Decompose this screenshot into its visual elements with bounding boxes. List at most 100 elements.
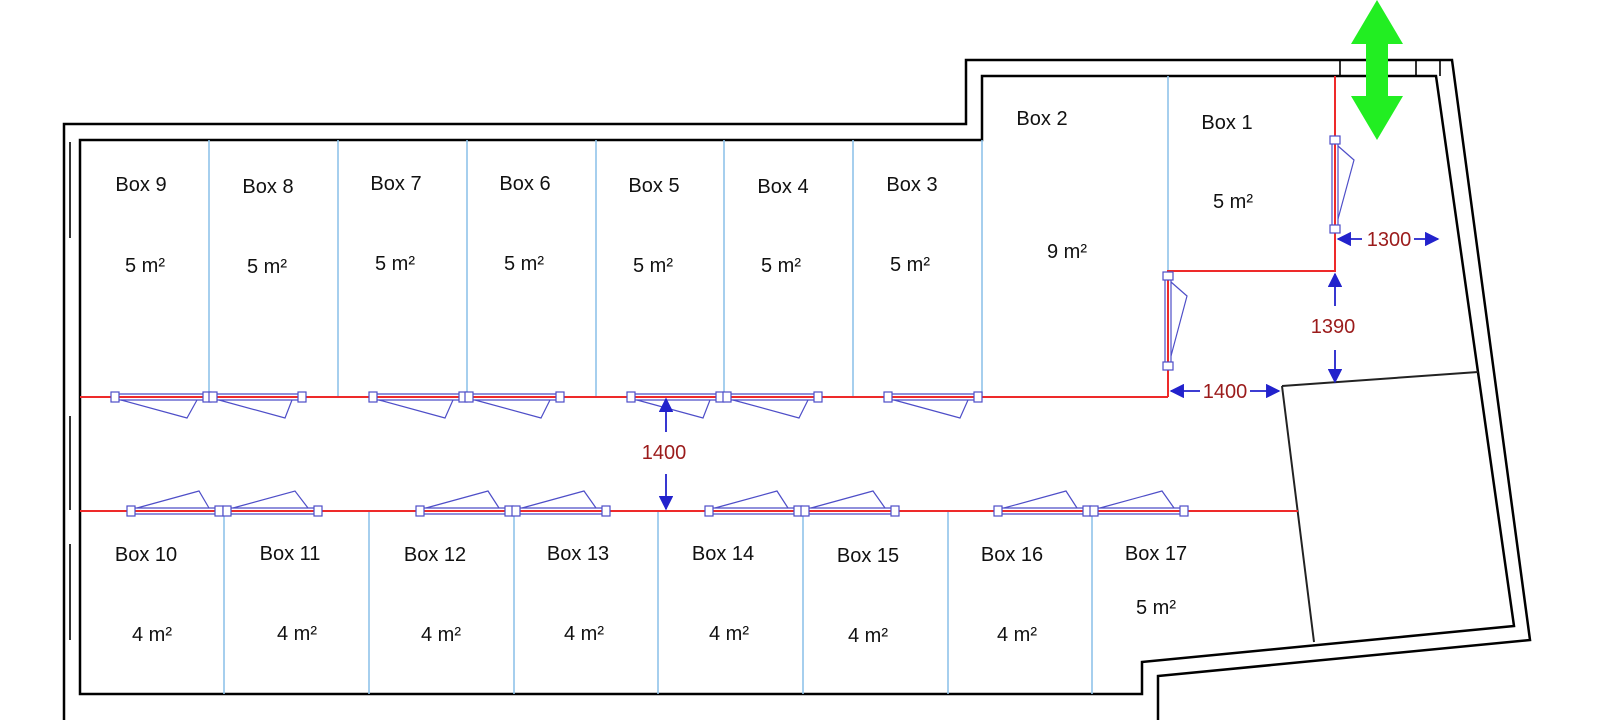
door-frame-left xyxy=(704,505,714,517)
door-frame-right xyxy=(890,505,900,517)
box-11-label: Box 11 xyxy=(260,543,321,565)
box-7-area: 5 m² xyxy=(375,253,415,275)
door-frame-left xyxy=(110,391,120,403)
door-frame-right xyxy=(313,505,323,517)
door-leaf xyxy=(714,490,789,509)
box-2-label: Box 2 xyxy=(1016,108,1067,130)
dim-box1-gap: 1390 xyxy=(1311,316,1356,338)
box-12-label: Box 12 xyxy=(404,544,466,566)
door-frame-left xyxy=(883,391,893,403)
box-labels: Box 1 5 m² Box 2 9 m² Box 3 5 m² Box 4 5… xyxy=(115,108,1253,647)
box-4: Box 4 5 m² xyxy=(757,176,808,277)
door-frame-right xyxy=(555,391,565,403)
box-15: Box 15 4 m² xyxy=(837,545,899,647)
box-8-area: 5 m² xyxy=(247,256,287,278)
door-3 xyxy=(368,391,468,419)
door-leaf xyxy=(218,399,293,419)
door-leaf xyxy=(1003,490,1078,509)
door-frame-left xyxy=(993,505,1003,517)
box-6-label: Box 6 xyxy=(499,173,550,195)
box-5: Box 5 5 m² xyxy=(628,175,679,277)
dim-side-passage: 1400 xyxy=(1203,381,1248,403)
technical-room xyxy=(1281,371,1479,643)
box-1-label: Box 1 xyxy=(1201,112,1252,134)
box1-front xyxy=(1167,76,1336,397)
box-14: Box 14 4 m² xyxy=(692,543,754,645)
box-15-label: Box 15 xyxy=(837,545,899,567)
door-6 xyxy=(722,391,823,419)
box-11: Box 11 4 m² xyxy=(260,543,321,645)
door-14 xyxy=(993,490,1092,517)
box-10-label: Box 10 xyxy=(115,544,177,566)
door-leaf xyxy=(378,399,454,419)
box-1-area: 5 m² xyxy=(1213,191,1253,213)
box-2: Box 2 9 m² xyxy=(1016,108,1087,263)
door-frame-bottom xyxy=(1329,224,1341,234)
box-17: Box 17 5 m² xyxy=(1125,543,1187,619)
box-6: Box 6 5 m² xyxy=(499,173,550,275)
box-17-area: 5 m² xyxy=(1136,597,1176,619)
door-frame-right xyxy=(601,505,611,517)
door-vertical-2 xyxy=(1162,271,1188,371)
door-leaf xyxy=(232,490,309,509)
door-11 xyxy=(511,490,611,517)
box-5-area: 5 m² xyxy=(633,255,673,277)
door-leaf xyxy=(136,490,210,509)
box-10: Box 10 4 m² xyxy=(115,544,177,646)
box-3-area: 5 m² xyxy=(890,254,930,276)
door-5 xyxy=(626,391,725,419)
tech-room-top xyxy=(1281,371,1479,387)
box-11-area: 4 m² xyxy=(277,623,317,645)
box-13-area: 4 m² xyxy=(564,623,604,645)
box-7: Box 7 5 m² xyxy=(370,173,421,275)
box-9: Box 9 5 m² xyxy=(115,174,166,277)
door-1 xyxy=(110,391,212,419)
door-frame-left xyxy=(222,505,232,517)
door-leaf xyxy=(1170,281,1188,357)
partitions xyxy=(208,76,1169,694)
door-frame-right xyxy=(1179,505,1189,517)
door-frame-left xyxy=(208,391,218,403)
wall-inner-line xyxy=(78,74,1516,696)
door-leaf xyxy=(425,490,500,509)
door-frame-right xyxy=(973,391,983,403)
door-leaf xyxy=(732,399,809,419)
door-frame-bottom xyxy=(1162,361,1174,371)
door-frame-left xyxy=(800,505,810,517)
box-9-label: Box 9 xyxy=(115,174,166,196)
box-16: Box 16 4 m² xyxy=(981,544,1043,646)
door-9 xyxy=(222,490,323,517)
door-frame-top xyxy=(1162,271,1174,281)
double-arrow-icon xyxy=(1351,0,1403,140)
door-leaf xyxy=(810,490,886,509)
dimension-arrows xyxy=(658,231,1440,511)
box-3: Box 3 5 m² xyxy=(886,174,937,276)
box-8: Box 8 5 m² xyxy=(242,176,293,278)
box-2-area: 9 m² xyxy=(1047,241,1087,263)
door-frame-left xyxy=(511,505,521,517)
door-7 xyxy=(883,391,983,419)
door-10 xyxy=(415,490,514,517)
door-13 xyxy=(800,490,900,517)
box-16-area: 4 m² xyxy=(997,624,1037,646)
box-7-label: Box 7 xyxy=(370,173,421,195)
door-12 xyxy=(704,490,803,517)
door-frame-left xyxy=(1089,505,1099,517)
door-frame-right xyxy=(214,505,224,517)
door-8 xyxy=(126,490,224,517)
box-5-label: Box 5 xyxy=(628,175,679,197)
door-frame-right xyxy=(813,391,823,403)
door-leaf xyxy=(1337,145,1355,220)
door-4 xyxy=(464,391,565,419)
box-17-label: Box 17 xyxy=(1125,543,1187,565)
box-13: Box 13 4 m² xyxy=(547,543,609,645)
door-leaf xyxy=(1099,490,1175,509)
door-leaf xyxy=(474,399,551,419)
tech-room-left xyxy=(1281,385,1315,643)
box-14-label: Box 14 xyxy=(692,543,754,565)
box-4-area: 5 m² xyxy=(761,255,801,277)
door-vertical-1 xyxy=(1329,135,1355,234)
box-12-area: 4 m² xyxy=(421,624,461,646)
entrance-gap-frame xyxy=(1339,60,1441,76)
